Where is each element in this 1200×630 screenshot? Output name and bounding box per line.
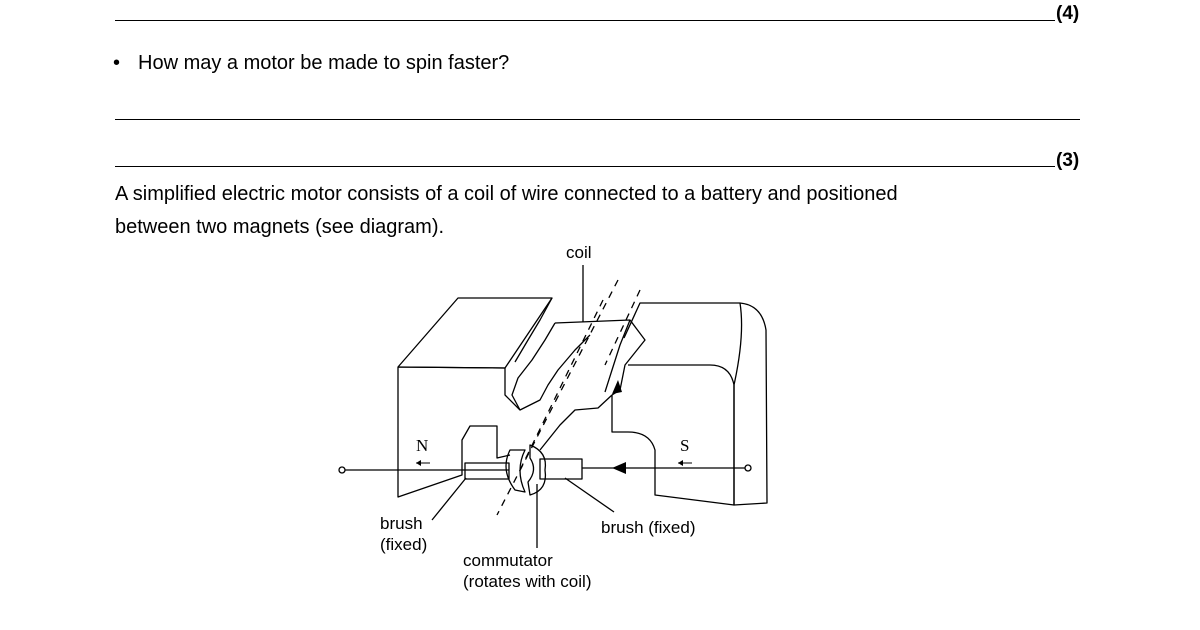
mark-4: (4) [1056,3,1080,24]
left-terminal [338,466,346,474]
coil-arrow-head [612,380,622,394]
commutator-label: commutator (rotates with coil) [463,550,591,592]
coil-label: coil [566,243,592,262]
north-label: N [416,436,429,455]
current-arrow-head [612,462,626,474]
bullet: • [113,52,121,74]
paragraph-line-1: A simplified electric motor consists of … [115,183,898,205]
south-label: S [680,436,690,455]
north-magnet [397,297,553,498]
paragraph-line-2: between two magnets (see diagram). [115,216,445,238]
coil-loop [539,319,646,451]
motor-description: A simplified electric motor consists of … [115,178,1075,244]
left-brush-label: brush (fixed) [380,513,427,555]
right-brush-label: brush (fixed) [601,518,696,537]
answer-line-1[interactable] [115,20,1055,21]
left-brush-label-line-2: (fixed) [380,535,428,554]
left-brush [464,462,510,480]
answer-line-3[interactable] [115,166,1055,167]
commutator-label-line-1: commutator [463,551,553,570]
right-terminal [744,464,752,472]
right-brush [539,458,583,480]
question-text: How may a motor be made to spin faster? [138,52,510,74]
commutator-label-line-2: (rotates with coil) [463,572,592,591]
mark-3: (3) [1056,150,1080,171]
left-brush-label-line-1: brush [380,514,423,533]
south-magnet [623,302,768,506]
answer-line-2[interactable] [115,119,1080,120]
